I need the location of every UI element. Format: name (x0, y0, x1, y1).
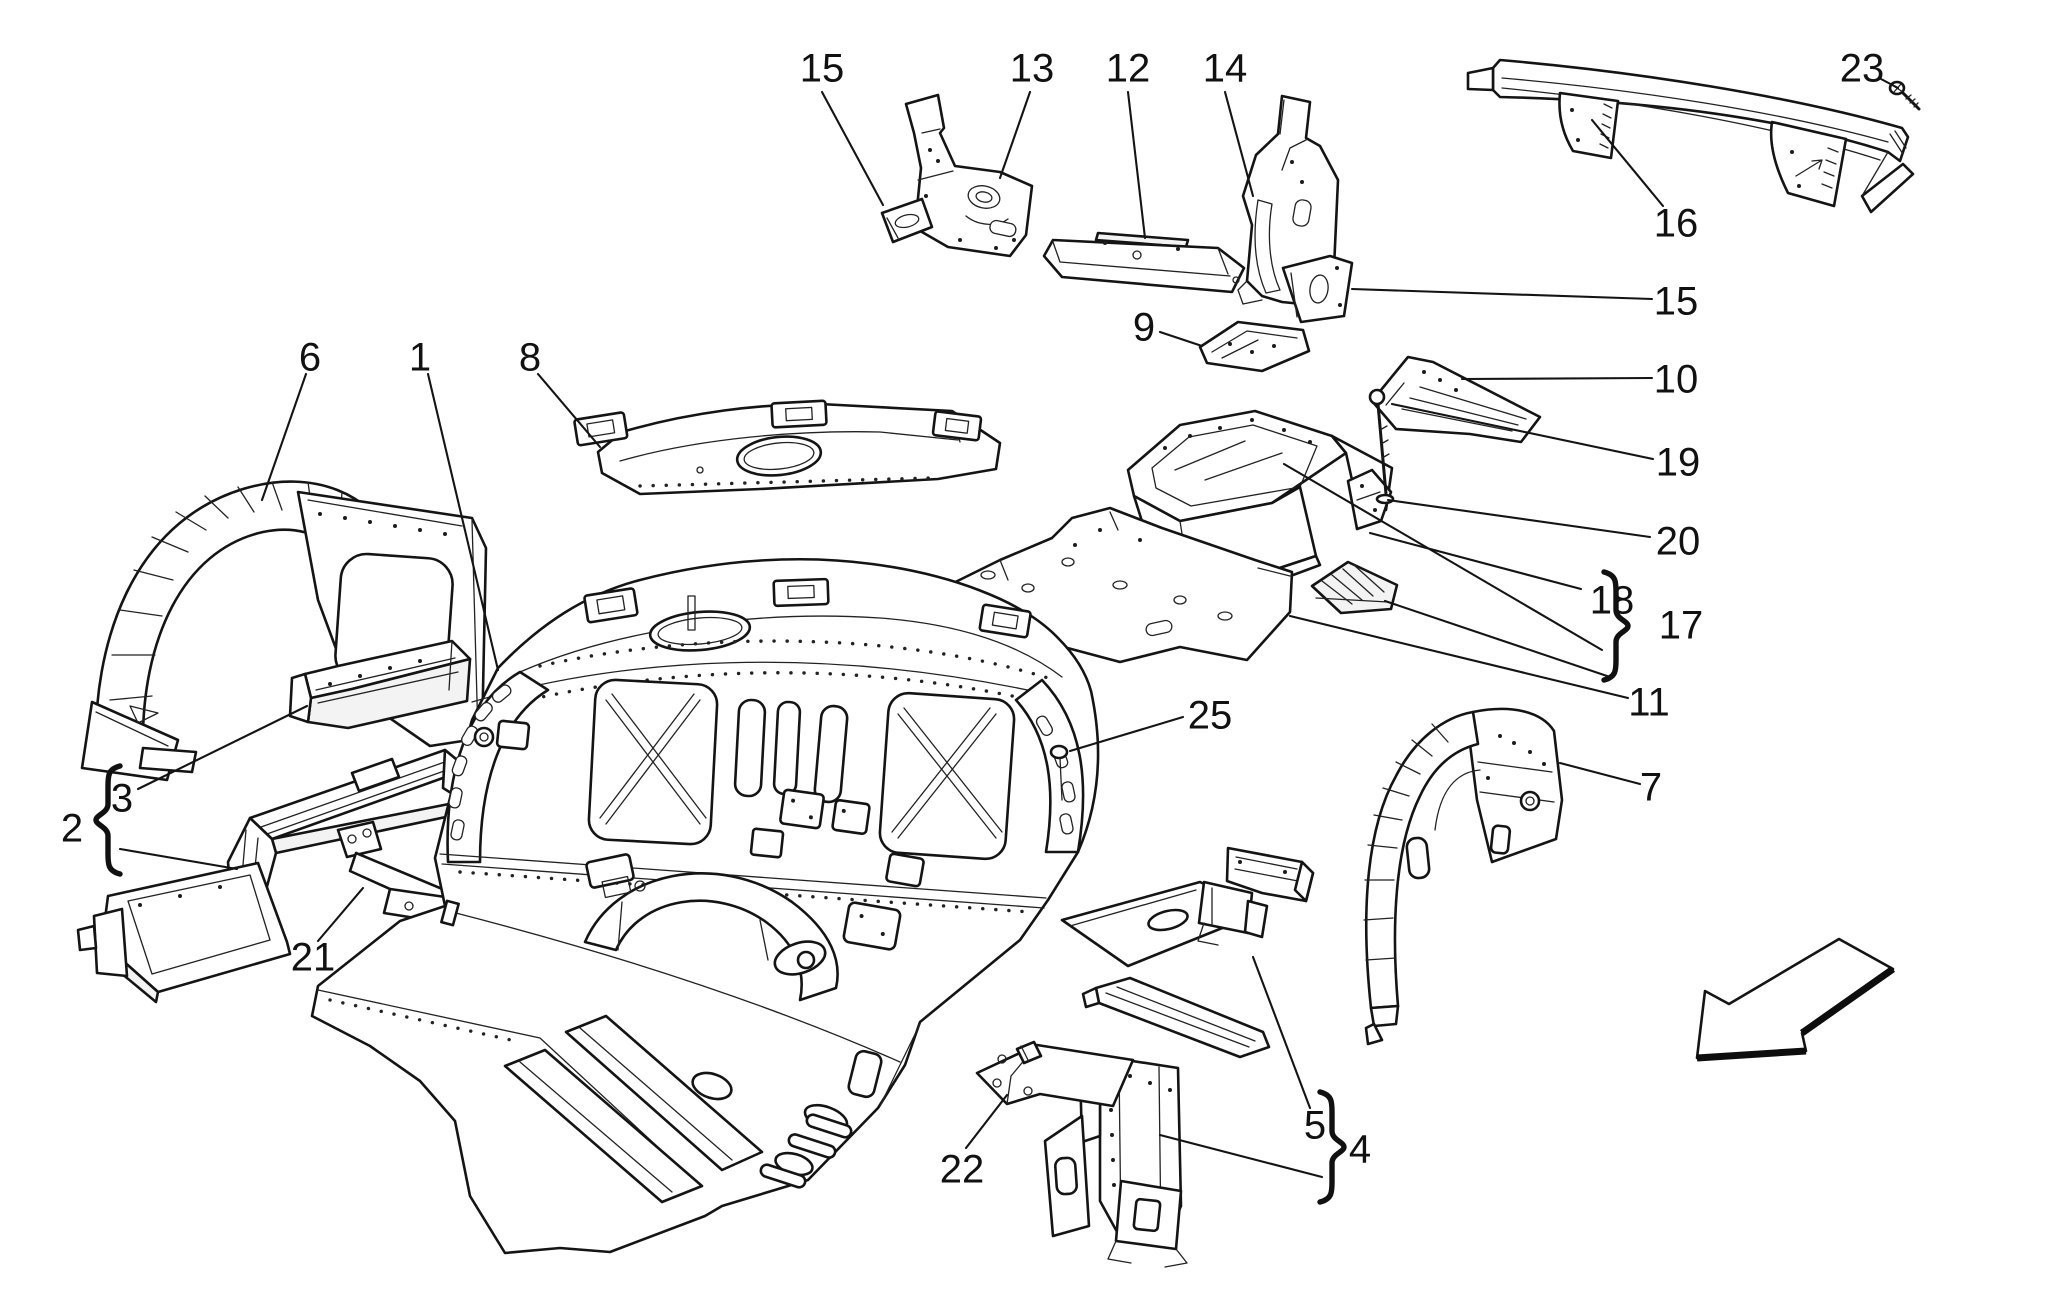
leader-line-8 (536, 372, 602, 449)
leader-line-7 (1558, 761, 1642, 786)
leader-line-15a (820, 90, 885, 207)
callout-12[interactable]: 12 (1106, 46, 1151, 90)
callout-13[interactable]: 13 (1010, 46, 1055, 90)
leader-line-6 (260, 372, 308, 502)
leader-line-3 (136, 704, 309, 791)
leader-line-9 (1158, 330, 1204, 348)
lower-side-rail-assembly (76, 748, 470, 1004)
callout-6[interactable]: 6 (299, 335, 321, 379)
leader-line-11 (1288, 614, 1630, 700)
callout-15[interactable]: 15 (1654, 279, 1699, 323)
upper-side-rail (288, 639, 472, 730)
leader-line-1 (426, 372, 500, 672)
callout-1[interactable]: 1 (409, 335, 431, 379)
callout-21[interactable]: 21 (291, 935, 336, 979)
side-closing-panel (1370, 355, 1542, 444)
callout-4[interactable]: 4 (1349, 1127, 1371, 1171)
closing-plate-left (880, 197, 934, 244)
right-inner-wheel-arch (1363, 707, 1564, 1046)
callout-7[interactable]: 7 (1640, 765, 1662, 809)
leader-line-21 (316, 886, 365, 943)
callout-20[interactable]: 20 (1656, 519, 1701, 563)
callout-19[interactable]: 19 (1656, 440, 1701, 484)
support-bracket-5 (1197, 846, 1315, 946)
callout-18[interactable]: 18 (1590, 578, 1635, 622)
right-upper-bracket-panel (1237, 94, 1340, 307)
leader-line-12 (1126, 90, 1147, 240)
direction-arrow-outline (1695, 937, 1895, 1060)
closing-plate-right (1281, 254, 1354, 324)
tub-side-bracket (1346, 468, 1393, 531)
leader-line-22 (964, 1093, 1009, 1150)
callout-11[interactable]: 11 (1628, 680, 1670, 724)
leader-line-4 (1158, 1133, 1324, 1179)
leader-line-17 (1282, 462, 1604, 652)
direction-arrow-thick-edge (1799, 966, 1896, 1036)
leader-line-13 (998, 90, 1032, 180)
callout-3[interactable]: 3 (111, 776, 133, 820)
callout-9[interactable]: 9 (1133, 305, 1155, 349)
leader-line-20 (1386, 498, 1652, 539)
left-inner-wheel-arch (80, 480, 488, 782)
brace-17 (1601, 569, 1631, 683)
leader-line-14 (1223, 90, 1255, 198)
rear-crossmember-beam (1466, 58, 1915, 214)
callout-10[interactable]: 10 (1654, 357, 1699, 401)
callout-14[interactable]: 14 (1203, 46, 1248, 90)
rear-rail-assembly (1043, 976, 1271, 1268)
rear-bulkhead-and-floor-panel (310, 557, 1264, 1255)
callout-15[interactable]: 15 (800, 46, 845, 90)
bolt-and-washer (1368, 388, 1395, 505)
left-upper-bracket-panel (904, 93, 1034, 258)
leader-line-17 (1383, 599, 1612, 679)
ribbed-bracket (1310, 560, 1399, 615)
leader-line-15b (1350, 287, 1654, 301)
leader-line-23 (1879, 77, 1900, 90)
direction-arrow-thick-edge (1696, 1047, 1807, 1062)
brace-4 (1317, 1089, 1347, 1205)
leader-line-25 (1068, 715, 1185, 753)
leader-line-18 (1368, 531, 1583, 591)
grommet-pin (1049, 744, 1069, 801)
leader-line-19 (1390, 402, 1655, 461)
parcel-shelf-panel (573, 399, 1002, 496)
callout-25[interactable]: 25 (1188, 693, 1233, 737)
leader-line-10 (1460, 376, 1654, 381)
leader-line-2 (118, 847, 239, 871)
callout-17[interactable]: 17 (1659, 603, 1704, 647)
closing-plate-9 (1198, 320, 1311, 373)
callout-16[interactable]: 16 (1654, 201, 1699, 245)
mounting-bracket-22 (975, 1040, 1135, 1108)
leader-line-16 (1590, 118, 1665, 208)
crossmember-bar (1042, 231, 1246, 294)
callout-5[interactable]: 5 (1304, 1103, 1326, 1147)
leader-line-5 (1251, 955, 1312, 1110)
direction-arrow-icon (1695, 937, 1896, 1062)
callout-23[interactable]: 23 (1840, 46, 1885, 90)
callout-2[interactable]: 2 (61, 806, 83, 850)
callout-8[interactable]: 8 (519, 335, 541, 379)
brace-2 (93, 763, 123, 877)
callout-22[interactable]: 22 (940, 1147, 985, 1191)
